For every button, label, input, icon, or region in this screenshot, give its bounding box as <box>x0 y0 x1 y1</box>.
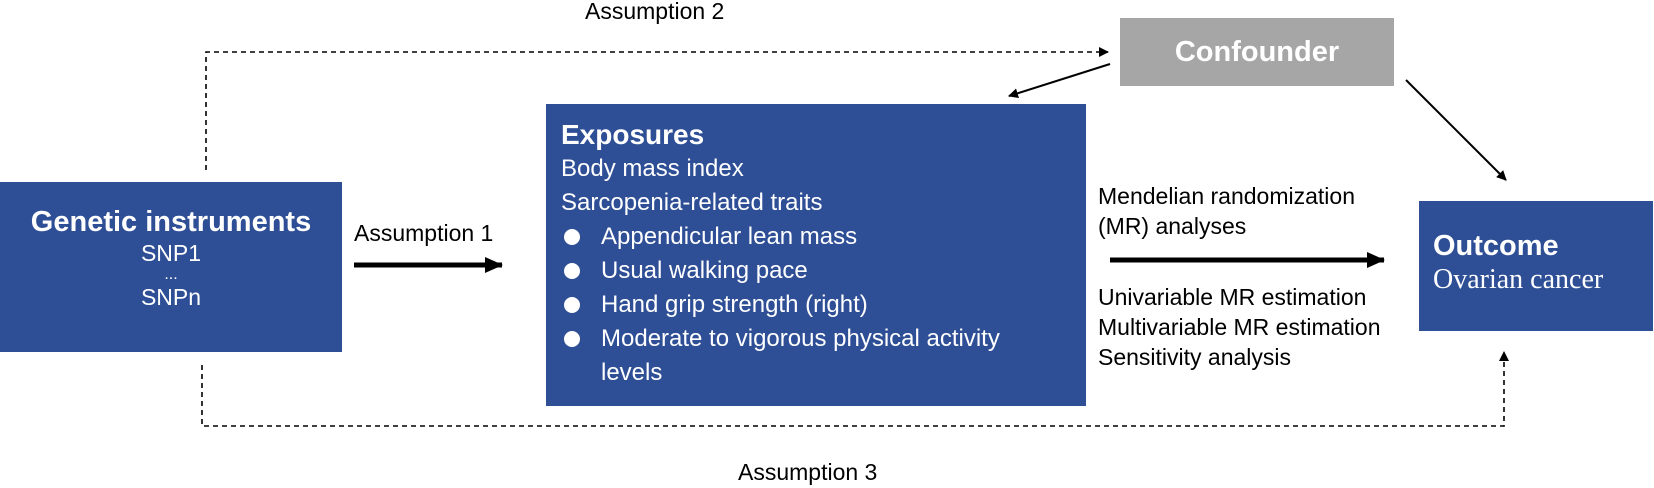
confounder-to-exposures-arrow <box>1008 63 1111 99</box>
trait-item: Appendicular lean mass <box>561 220 1086 254</box>
exposure-sarcopenia: Sarcopenia-related traits <box>561 189 823 216</box>
mr-line1: Mendelian randomization <box>1098 183 1355 209</box>
sarcopenia-trait-list: Appendicular lean mass Usual walking pac… <box>561 220 1086 390</box>
snp-last: SNPn <box>140 284 202 310</box>
genetic-instruments-title: Genetic instruments <box>30 206 312 238</box>
outcome-title: Outcome <box>1433 230 1559 262</box>
assumption2-label: Assumption 2 <box>585 0 725 24</box>
confounder-to-outcome-arrow <box>1405 79 1507 181</box>
genetic-instruments-box: Genetic instruments SNP1 ... SNPn <box>0 182 342 352</box>
snp-ellipsis: ... <box>164 266 178 283</box>
assumption1-label: Assumption 1 <box>354 220 494 246</box>
exposures-title: Exposures <box>561 119 705 150</box>
trait-item: Moderate to vigorous physical activity l… <box>561 322 1021 390</box>
assumption2-dashed-arrow <box>205 47 1109 170</box>
assumption3-label: Assumption 3 <box>738 459 878 485</box>
assumption3-dashed-arrow <box>201 351 1509 427</box>
exposures-box: Exposures Body mass index Sarcopenia-rel… <box>546 104 1086 406</box>
snp-first: SNP1 <box>140 240 202 266</box>
mr-method-multivariable: Multivariable MR estimation <box>1098 314 1381 340</box>
mr-line2: (MR) analyses <box>1098 213 1247 239</box>
confounder-box: Confounder <box>1120 18 1394 86</box>
mr-method-sensitivity: Sensitivity analysis <box>1098 344 1292 370</box>
outcome-subtitle: Ovarian cancer <box>1433 264 1604 295</box>
exposure-bmi: Body mass index <box>561 155 744 182</box>
outcome-box: Outcome Ovarian cancer <box>1419 201 1653 331</box>
trait-item: Hand grip strength (right) <box>561 288 1086 322</box>
trait-item: Usual walking pace <box>561 254 1086 288</box>
mr-method-univariable: Univariable MR estimation <box>1098 284 1367 310</box>
